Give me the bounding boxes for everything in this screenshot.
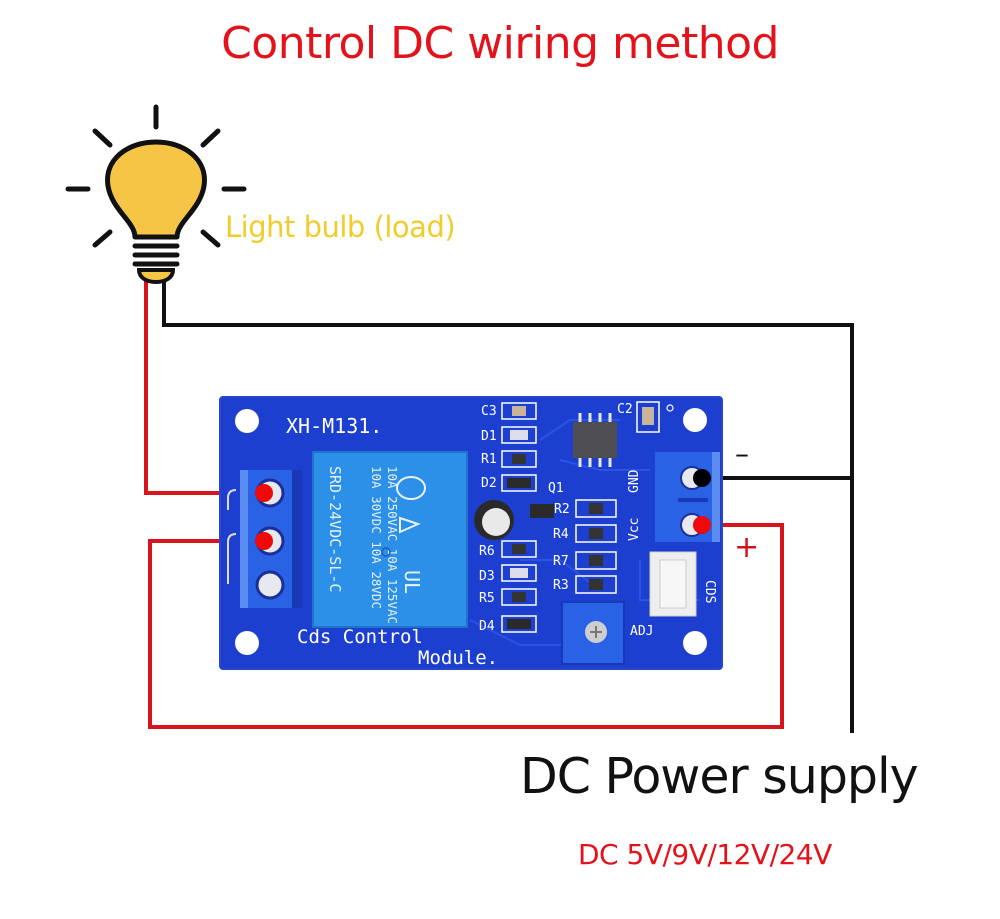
wire-dot-red-common: [255, 484, 273, 502]
polarity-plus-label: +: [734, 530, 760, 565]
module-model-label: XH-M131.: [286, 414, 382, 438]
polarity-minus-label: –: [735, 437, 749, 470]
component-label: R6: [479, 544, 495, 559]
pin-label-vcc: Vcc: [627, 518, 642, 541]
cqc-mark-icon: [396, 476, 426, 500]
light-bulb-icon: [65, 104, 247, 285]
relay-component: 10A 250VAC 10A 125VAC 10A 30VDC 10A 28VD…: [312, 451, 468, 628]
component-label: C3: [481, 404, 497, 419]
transistor-label: Q1: [548, 481, 564, 496]
component-label: R4: [553, 527, 569, 542]
component-labels-left: C3 D1 R1 D2 R6 D3 R5 D4: [479, 404, 497, 634]
pot-label: ADJ: [630, 624, 653, 639]
component-label: R2: [554, 502, 570, 517]
relay-model: SRD-24VDC-SL-C: [326, 466, 344, 592]
module-name-line2: Module.: [418, 647, 498, 669]
relay-module-board: XH-M131. Cds Control Module. 10A 250VAC …: [219, 396, 723, 670]
relay-rating-line1: 10A 250VAC 10A 125VAC: [385, 466, 400, 624]
component-label: D2: [481, 476, 497, 491]
component-label: D1: [481, 429, 497, 444]
page-title: Control DC wiring method: [221, 18, 779, 69]
component-labels-right: R2 R4 R7 R3: [553, 502, 570, 593]
warning-triangle-icon: [399, 516, 421, 534]
wire-dot-black-gnd: [693, 469, 711, 487]
black-wire-bulb-to-supply: [162, 275, 854, 733]
wire-dot-red-no: [255, 532, 273, 550]
wire-dot-red-vcc: [693, 516, 711, 534]
relay-rating-line2: 10A 30VDC 10A 28VDC: [369, 466, 384, 609]
component-label: R5: [479, 591, 495, 606]
adjust-potentiometer[interactable]: [561, 601, 625, 665]
sensor-port-label: CDS: [702, 580, 717, 603]
component-label: D4: [479, 619, 495, 634]
power-supply-label: DC Power supply: [520, 748, 919, 805]
relay-terminal-block: [227, 470, 302, 608]
pin-label-gnd: GND: [627, 469, 642, 493]
load-label: Light bulb (load): [225, 210, 456, 244]
wires: [144, 275, 854, 733]
component-label: R1: [481, 452, 497, 467]
mounting-hole: [683, 631, 707, 655]
ul-mark-icon: UL: [400, 570, 424, 594]
component-label: D3: [479, 569, 495, 584]
power-supply-voltages: DC 5V/9V/12V/24V: [578, 838, 832, 871]
capacitor-c2-label: C2: [617, 402, 633, 417]
transistor-q1: [530, 504, 554, 518]
component-label: R3: [553, 578, 569, 593]
smd-components-right: [575, 499, 617, 594]
ic-chip: [573, 413, 617, 467]
smd-components-left: [501, 402, 537, 633]
mounting-hole: [235, 631, 259, 655]
terminal-screw-normally-closed[interactable]: [255, 570, 285, 600]
mounting-hole: [235, 409, 259, 433]
mounting-hole: [683, 408, 707, 432]
module-name-line1: Cds Control: [297, 626, 423, 648]
red-wire-relay-no-to-supply-plus: [148, 523, 784, 729]
component-label: R7: [553, 554, 569, 569]
